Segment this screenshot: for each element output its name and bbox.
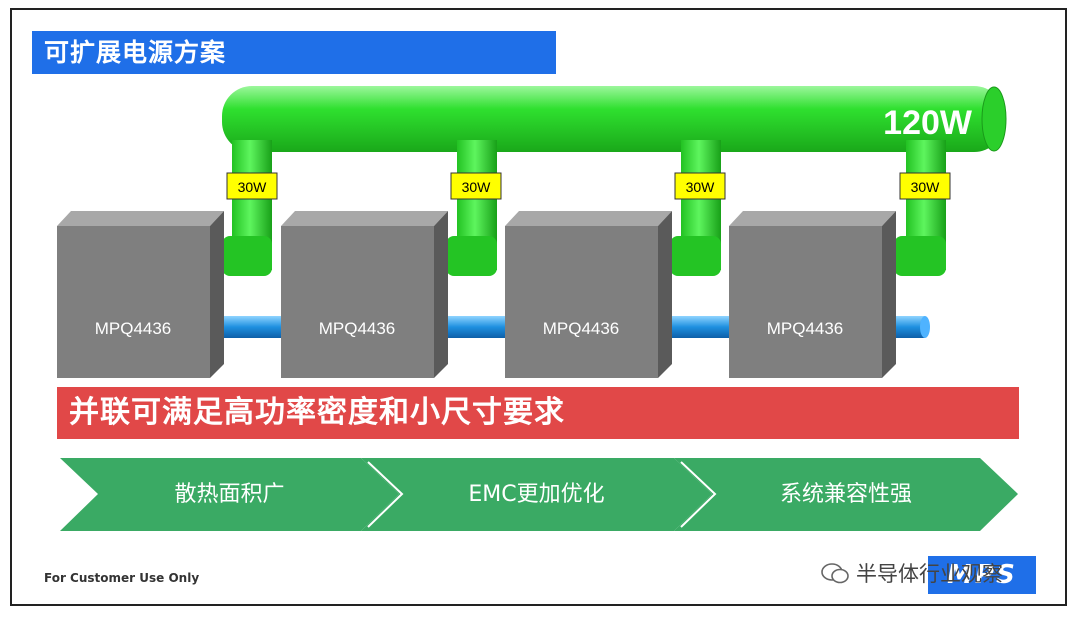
chevron-divider bbox=[367, 461, 404, 528]
power-bus bbox=[222, 86, 1004, 152]
svg-text:30W: 30W bbox=[462, 179, 492, 195]
watermark: 半导体行业观察 bbox=[820, 558, 1003, 588]
chevron-1 bbox=[60, 458, 399, 531]
svg-text:30W: 30W bbox=[238, 179, 268, 195]
benefit-label: 系统兼容性强 bbox=[779, 482, 912, 507]
svg-text:30W: 30W bbox=[911, 179, 941, 195]
interconnect-pipe bbox=[671, 316, 735, 338]
watermark-text: 半导体行业观察 bbox=[856, 562, 1003, 586]
power-badge: 30W bbox=[450, 172, 502, 200]
module-3 bbox=[505, 140, 721, 378]
interconnect-pipe bbox=[447, 316, 511, 338]
pipe-end-cap bbox=[920, 316, 930, 338]
power-badge: 30W bbox=[674, 172, 726, 200]
banner: 并联可满足高功率密度和小尺寸要求 bbox=[57, 387, 1019, 439]
footer-note: For Customer Use Only bbox=[44, 571, 200, 585]
company-logo: MPS bbox=[928, 556, 1036, 594]
chevron-3 bbox=[674, 458, 1018, 531]
module-1 bbox=[57, 140, 272, 378]
power-badge: 30W bbox=[226, 172, 278, 200]
power-badge: 30W bbox=[899, 172, 951, 200]
bus-end-cap bbox=[981, 86, 1007, 152]
benefit-label: 散热面积广 bbox=[174, 482, 285, 507]
bus-power-label: 120W bbox=[883, 104, 973, 142]
wechat-icon bbox=[821, 563, 849, 584]
slide-title: 可扩展电源方案 bbox=[32, 31, 556, 74]
module-label: MPQ4436 bbox=[767, 319, 844, 338]
interconnect-pipe bbox=[223, 316, 286, 338]
module-2 bbox=[281, 140, 497, 378]
svg-text:30W: 30W bbox=[686, 179, 716, 195]
interconnect-pipe bbox=[895, 316, 925, 338]
module-label: MPQ4436 bbox=[95, 319, 172, 338]
benefit-label: EMC更加优化 bbox=[468, 482, 605, 507]
module-label: MPQ4436 bbox=[319, 319, 396, 338]
chevron-2 bbox=[361, 458, 712, 531]
module-4 bbox=[729, 140, 946, 378]
module-label: MPQ4436 bbox=[543, 319, 620, 338]
chevron-divider bbox=[680, 461, 717, 528]
